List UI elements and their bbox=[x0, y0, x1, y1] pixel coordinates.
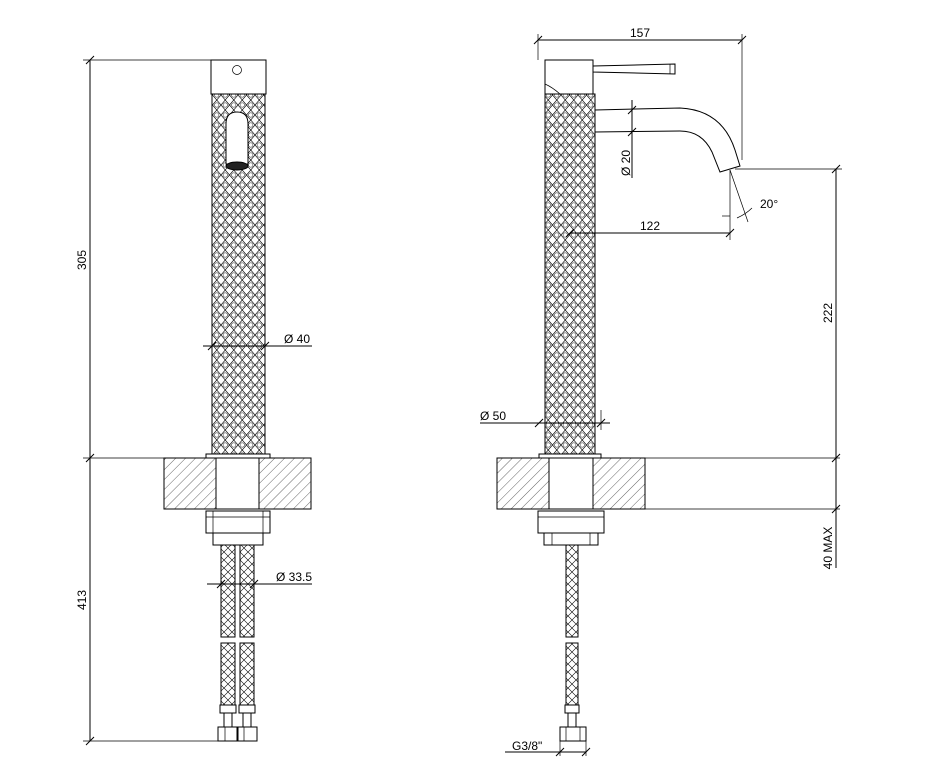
dim-outlet-height: 222 bbox=[821, 303, 835, 323]
front-base-collar bbox=[205, 453, 271, 459]
dim-height-below: 413 bbox=[75, 590, 89, 610]
side-handle-block bbox=[544, 59, 594, 95]
side-counter-right bbox=[592, 457, 646, 510]
dim-overall-depth: 157 bbox=[630, 26, 650, 40]
side-view: 157 Ø 20 122 20° 222 40 MAX Ø 50 bbox=[480, 26, 842, 757]
front-nut-lower bbox=[212, 532, 264, 546]
dim-body-diameter: Ø 40 bbox=[284, 332, 310, 346]
dim-spout-diameter: Ø 20 bbox=[619, 150, 633, 176]
side-lever bbox=[592, 63, 676, 75]
side-counter-left bbox=[496, 457, 550, 510]
dim-hose-diameter: Ø 33.5 bbox=[276, 570, 312, 584]
side-knurled-body bbox=[544, 93, 596, 455]
side-spout bbox=[594, 107, 741, 173]
dim-spout-reach: 122 bbox=[640, 219, 660, 233]
side-fixing-nut bbox=[537, 510, 605, 534]
dim-counter-thickness: 40 MAX bbox=[821, 527, 835, 570]
side-base-collar bbox=[538, 453, 602, 459]
front-top-cap bbox=[210, 59, 267, 95]
front-cap-hole bbox=[232, 65, 242, 75]
side-hose-lower bbox=[565, 642, 579, 706]
front-hose-nut-left bbox=[217, 726, 239, 742]
front-view: 305 413 Ø 40 Ø 33.5 bbox=[75, 55, 312, 746]
side-hose bbox=[565, 544, 579, 638]
front-hose-nut-right bbox=[236, 726, 258, 742]
front-hose-right bbox=[239, 544, 255, 638]
front-hose-left bbox=[220, 544, 236, 638]
front-spout-outlet bbox=[225, 111, 249, 165]
front-hose-left-lower bbox=[220, 642, 236, 706]
front-aerator bbox=[225, 161, 249, 171]
front-hose-right-lower bbox=[239, 642, 255, 706]
dim-connection-thread: G3/8" bbox=[512, 739, 542, 753]
dim-base-diameter: Ø 50 bbox=[480, 409, 506, 423]
dim-height-above: 305 bbox=[75, 250, 89, 270]
front-counter-left bbox=[163, 457, 217, 510]
dim-spout-angle: 20° bbox=[760, 197, 778, 211]
front-counter-right bbox=[258, 457, 312, 510]
front-fixing-nut bbox=[205, 510, 271, 534]
side-counter-hole bbox=[548, 457, 594, 510]
front-counter-hole bbox=[215, 457, 260, 510]
side-hose-nut bbox=[559, 726, 587, 742]
